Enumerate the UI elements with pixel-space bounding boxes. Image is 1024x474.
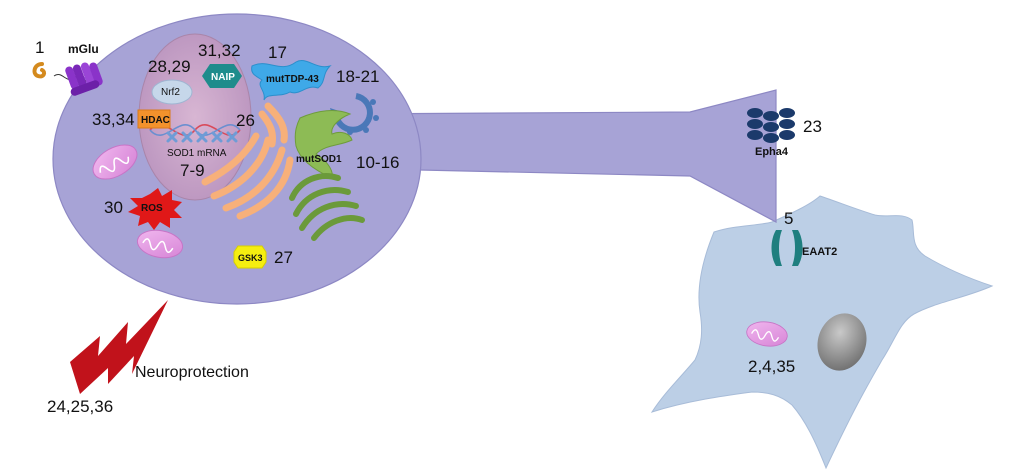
golgi-apparatus: [289, 173, 365, 241]
mut-sod1-label: mutSOD1: [296, 154, 342, 165]
sod1-mrna-site-ref: 26: [236, 111, 255, 130]
mglu-ref: 1: [35, 38, 44, 57]
gsk3-ref: 27: [274, 248, 293, 267]
sod1-mrna-ref: 7-9: [180, 161, 205, 180]
astrocyte-nucleus: [817, 313, 867, 371]
eaat2-ref: 5: [784, 209, 793, 228]
gsk3-icon: [233, 245, 267, 269]
mut-tdp43-ref: 17: [268, 43, 287, 62]
neuroprotection-bolt-icon: [70, 300, 168, 394]
ros-icon: [128, 188, 182, 230]
eaat2-label: EAAT2: [802, 246, 837, 258]
ubiquitin-ref: 18-21: [336, 67, 379, 86]
ros-label: ROS: [141, 203, 163, 214]
mglu-receptor-icon: [53, 62, 103, 96]
neuroprotection-ref: 24,25,36: [47, 397, 113, 416]
endoplasmic-reticulum: [201, 102, 294, 220]
nrf2-ref: 28,29: [148, 57, 191, 76]
neuroprotection-label: Neuroprotection: [135, 364, 249, 381]
nrf2-label: Nrf2: [161, 87, 180, 98]
naip-icon: [202, 64, 242, 88]
eaat2-icon: [771, 230, 803, 266]
mut-tdp43-label: mutTDP-43: [266, 74, 319, 85]
hdac-ref: 33,34: [92, 110, 135, 129]
mut-tdp43-icon: [251, 60, 332, 101]
hdac-label: HDAC: [141, 115, 170, 126]
astrocyte-ref: 2,4,35: [748, 357, 795, 376]
epha4-ref: 23: [803, 117, 822, 136]
epha4-label: Epha4: [755, 146, 789, 158]
naip-label: NAIP: [211, 72, 235, 83]
sod1-mrna-label: SOD1 mRNA: [167, 148, 227, 159]
mut-sod1-ref: 10-16: [356, 153, 399, 172]
sod1-mrna-icon: [166, 131, 238, 143]
glutamate-ligand-icon: [32, 62, 47, 79]
hdac-icon: [137, 109, 171, 129]
nrf2-icon: [151, 79, 193, 105]
gsk3-label: GSK3: [238, 253, 263, 263]
mglu-label: mGlu: [68, 42, 99, 56]
epha4-icon: [747, 108, 795, 143]
mut-sod1-icon: [294, 110, 353, 179]
naip-ref: 31,32: [198, 41, 241, 60]
ros-ref: 30: [104, 198, 123, 217]
